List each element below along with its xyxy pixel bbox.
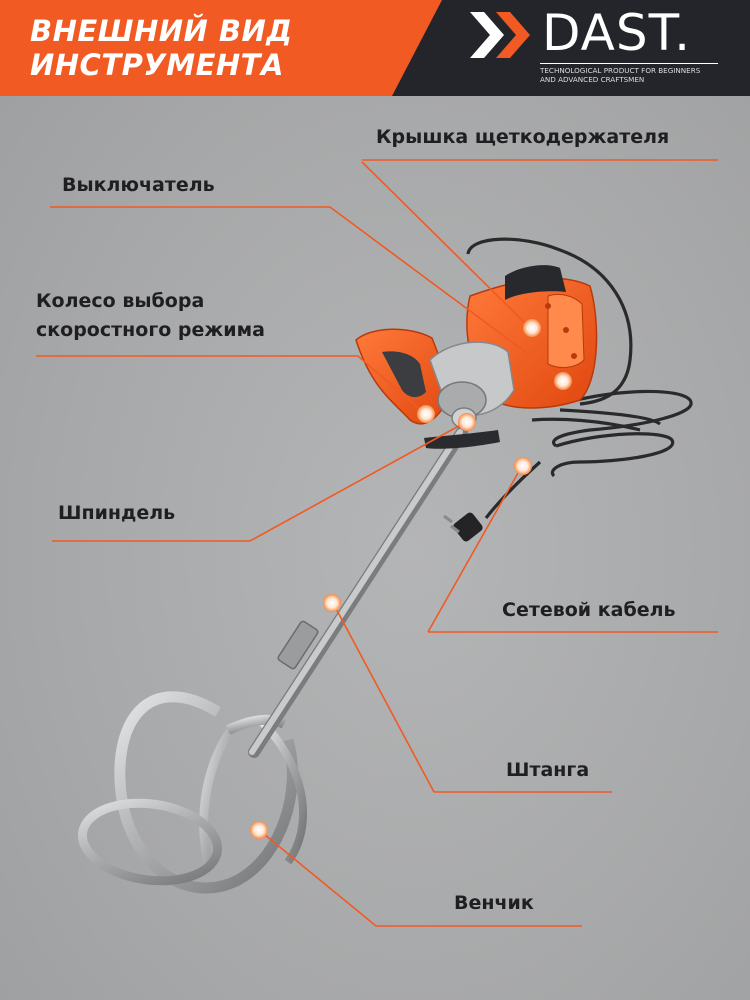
label-spindle: Шпиндель — [58, 499, 175, 528]
marker-brush-cover — [523, 319, 541, 337]
mixer-body — [356, 265, 597, 449]
marker-power-cable — [514, 457, 532, 475]
label-speed-wheel-line2: скоростного режима — [36, 316, 265, 345]
label-speed-wheel: Колесо выбора скоростного режима — [36, 287, 265, 345]
label-rod: Штанга — [506, 756, 589, 785]
label-power-cable: Сетевой кабель — [502, 596, 676, 625]
marker-whisk — [250, 821, 268, 839]
leader-lines — [36, 160, 718, 926]
marker-spindle — [458, 413, 476, 431]
marker-rod — [323, 594, 341, 612]
rod — [252, 432, 462, 752]
plug-icon — [444, 511, 484, 543]
label-speed-wheel-line1: Колесо выбора — [36, 287, 265, 316]
marker-speed-wheel — [417, 405, 435, 423]
marker-switch — [554, 372, 572, 390]
label-brush-cover: Крышка щеткодержателя — [376, 123, 669, 152]
label-whisk: Венчик — [454, 889, 534, 918]
label-switch: Выключатель — [62, 171, 215, 200]
